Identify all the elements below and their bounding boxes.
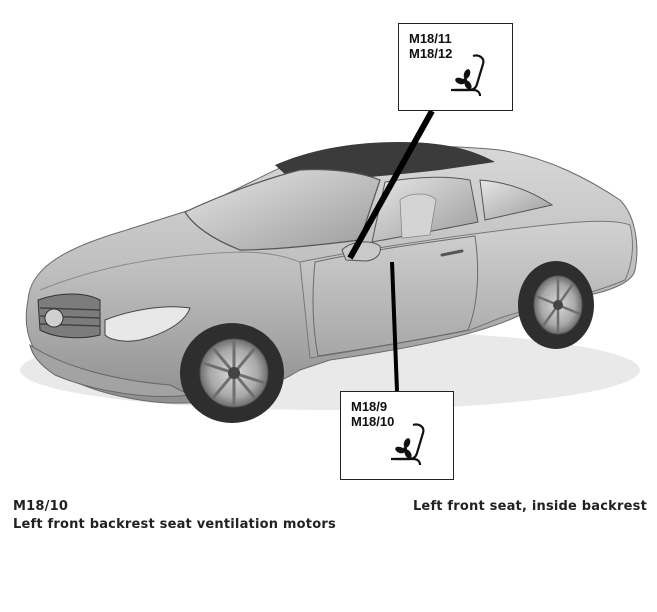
star-emblem <box>44 308 64 328</box>
callout-code: M18/12 <box>409 46 453 61</box>
callout-code: M18/10 <box>351 414 395 429</box>
headlight <box>104 306 191 342</box>
front-wheel <box>180 323 284 423</box>
callout-code: M18/9 <box>351 399 388 414</box>
front-bumper <box>29 343 192 397</box>
door-outline <box>312 235 479 357</box>
component-description: Left front backrest seat ventilation mot… <box>13 517 336 532</box>
car-illustration <box>20 109 640 423</box>
callout-bottom: M18/9 M18/10 <box>340 391 454 480</box>
callout-top: M18/11 M18/12 <box>398 23 513 111</box>
hood-line <box>39 251 301 291</box>
component-code: M18/10 <box>13 499 69 514</box>
callout-code: M18/11 <box>409 31 452 46</box>
leader-line-bottom <box>390 261 399 392</box>
side-window-rear <box>479 179 554 221</box>
callout-top-codes: M18/11 M18/12 <box>409 31 452 61</box>
door-handle <box>440 249 464 257</box>
component-location: Left front seat, inside backrest <box>412 499 647 514</box>
callout-bottom-codes: M18/9 M18/10 <box>351 399 394 429</box>
windshield <box>184 168 381 251</box>
leader-line-top <box>347 109 435 260</box>
ventilated-seat-icon <box>391 423 425 466</box>
rear-wheel <box>518 261 594 349</box>
caption-component: M18/10 Left front backrest seat ventilat… <box>13 498 336 534</box>
ventilated-seat-icon <box>451 54 485 97</box>
interior-seat <box>399 193 437 239</box>
